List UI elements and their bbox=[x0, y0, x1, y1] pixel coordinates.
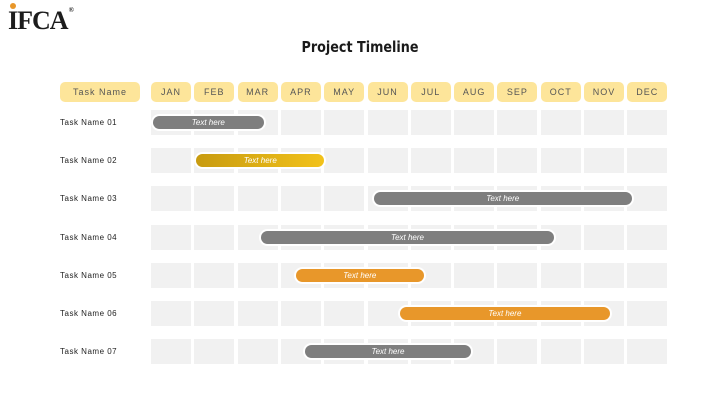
timeline-cell bbox=[627, 339, 668, 365]
timeline-cell bbox=[280, 110, 321, 135]
task-bar: Text here bbox=[153, 116, 264, 129]
timeline-cell bbox=[454, 110, 495, 135]
timeline-cell bbox=[280, 301, 321, 326]
task-name-label: Task Name 03 bbox=[60, 194, 118, 204]
timeline-cell bbox=[237, 262, 278, 288]
timeline-cell bbox=[367, 148, 408, 174]
month-header-jun: JUN bbox=[367, 82, 408, 102]
timeline-cell bbox=[540, 262, 581, 288]
timeline-cell bbox=[540, 339, 581, 365]
timeline-cell bbox=[454, 262, 495, 288]
timeline-cell bbox=[584, 262, 624, 288]
timeline-cell bbox=[584, 339, 624, 365]
month-header-jan: JAN bbox=[151, 82, 191, 102]
timeline-cell bbox=[454, 148, 495, 174]
timeline-cell bbox=[627, 186, 668, 212]
month-header-dec: DEC bbox=[627, 82, 668, 102]
month-header-may: MAY bbox=[324, 82, 365, 102]
timeline-cell bbox=[151, 262, 191, 288]
logo-dot bbox=[10, 3, 16, 9]
timeline-cell bbox=[410, 110, 451, 135]
timeline-cell bbox=[627, 224, 668, 250]
timeline-cell bbox=[540, 148, 581, 174]
timeline-cell bbox=[410, 148, 451, 174]
timeline-cell bbox=[194, 301, 235, 326]
task-name-label: Task Name 06 bbox=[60, 309, 118, 318]
timeline-cell bbox=[324, 148, 365, 174]
timeline-cell bbox=[237, 339, 278, 365]
month-header-aug: AUG bbox=[454, 82, 495, 102]
timeline-cell bbox=[151, 339, 191, 365]
logo-registered-mark: ® bbox=[68, 6, 74, 14]
task-bar: Text here bbox=[373, 192, 632, 206]
timeline-cell bbox=[584, 110, 624, 135]
month-header-mar: MAR bbox=[237, 82, 278, 102]
timeline-cell bbox=[237, 186, 278, 212]
task-name-label: Task Name 05 bbox=[60, 270, 118, 280]
timeline-cell bbox=[627, 110, 668, 135]
timeline-cell bbox=[194, 339, 235, 365]
timeline-cell bbox=[627, 148, 668, 174]
timeline-cell bbox=[151, 148, 191, 174]
month-header-jul: JUL bbox=[410, 82, 451, 102]
page-title: Project Timeline bbox=[301, 38, 419, 56]
task-name-label: Task Name 07 bbox=[60, 347, 118, 357]
ifca-logo: IFCA® bbox=[8, 3, 74, 36]
task-name-label: Task Name 01 bbox=[60, 118, 118, 127]
timeline-cell bbox=[497, 339, 538, 365]
timeline-cell bbox=[540, 110, 581, 135]
timeline-cell bbox=[324, 186, 365, 212]
task-name-label: Task Name 02 bbox=[60, 156, 118, 166]
task-bar: Text here bbox=[295, 268, 424, 282]
timeline-cell bbox=[367, 110, 408, 135]
timeline-cell bbox=[194, 262, 235, 288]
timeline-cell bbox=[151, 186, 191, 212]
task-bar: Text here bbox=[261, 230, 554, 244]
timeline-cell bbox=[194, 186, 235, 212]
timeline-cell bbox=[497, 262, 538, 288]
month-header-feb: FEB bbox=[194, 82, 235, 102]
month-header-apr: APR bbox=[280, 82, 321, 102]
timeline-cell bbox=[237, 301, 278, 326]
timeline-cell bbox=[584, 224, 624, 250]
timeline-cell bbox=[324, 110, 365, 135]
logo-text: IFCA bbox=[8, 6, 69, 35]
timeline-cell bbox=[151, 224, 191, 250]
task-name-label: Task Name 04 bbox=[60, 232, 118, 242]
task-name-header: Task Name bbox=[60, 82, 140, 102]
timeline-cell bbox=[584, 148, 624, 174]
month-header-sep: SEP bbox=[497, 82, 538, 102]
month-header-nov: NOV bbox=[584, 82, 624, 102]
task-bar: Text here bbox=[399, 307, 610, 320]
month-header-oct: OCT bbox=[540, 82, 581, 102]
timeline-cell bbox=[497, 110, 538, 135]
timeline-cell bbox=[151, 301, 191, 326]
timeline-cell bbox=[324, 301, 365, 326]
timeline-cell bbox=[194, 224, 235, 250]
task-bar: Text here bbox=[304, 345, 472, 359]
timeline-cell bbox=[627, 262, 668, 288]
timeline-cell bbox=[280, 186, 321, 212]
timeline-cell bbox=[627, 301, 668, 326]
timeline-cell bbox=[497, 148, 538, 174]
task-bar: Text here bbox=[196, 154, 325, 168]
